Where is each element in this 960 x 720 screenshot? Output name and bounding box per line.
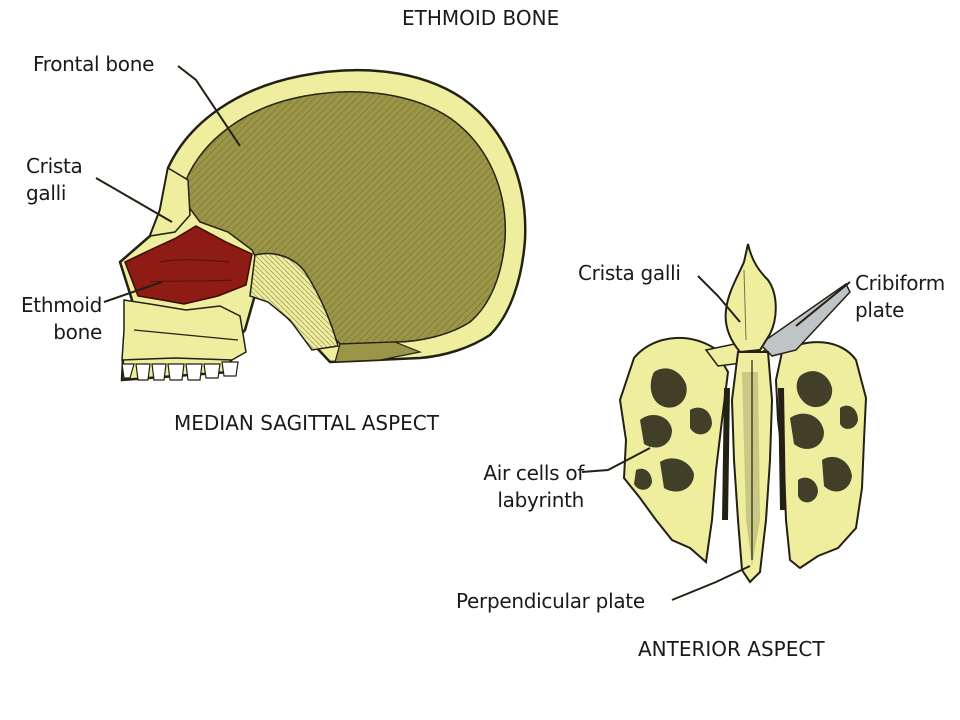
label-cribriform-plate: Cribiform plate	[855, 271, 945, 322]
cribriform-plate-right	[758, 282, 851, 357]
label-perpendicular-plate: Perpendicular plate	[456, 589, 645, 613]
caption-median-sagittal: MEDIAN SAGITTAL ASPECT	[174, 411, 439, 435]
label-crista-galli-anterior: Crista galli	[578, 261, 681, 285]
frontal-front	[148, 166, 191, 237]
right-labyrinth	[774, 341, 868, 570]
label-frontal-bone: Frontal bone	[33, 52, 155, 76]
label-air-cells: Air cells of labyrinth	[483, 461, 584, 512]
leader-crista-galli-left	[95, 177, 173, 223]
teeth	[121, 361, 239, 381]
label-crista-galli-sagittal: Crista galli	[26, 154, 83, 205]
anterior-ethmoid	[618, 243, 868, 584]
label-ethmoid-bone: Ethmoid bone	[20, 293, 102, 344]
leader-ethmoid-bone	[103, 281, 163, 303]
maxilla	[121, 299, 247, 361]
caption-anterior: ANTERIOR ASPECT	[638, 637, 825, 661]
leader-air-cells	[581, 447, 651, 473]
sagittal-skull	[118, 68, 527, 382]
crista-galli-shape	[724, 243, 777, 354]
leader-lines	[95, 65, 851, 601]
leader-cribriform	[795, 281, 851, 327]
leader-perpendicular-plate	[671, 565, 751, 601]
leader-crista-galli-right	[697, 275, 741, 323]
occipital-base	[334, 341, 423, 363]
diagram-title: ETHMOID BONE	[402, 6, 560, 30]
leader-frontal-bone	[177, 65, 241, 147]
